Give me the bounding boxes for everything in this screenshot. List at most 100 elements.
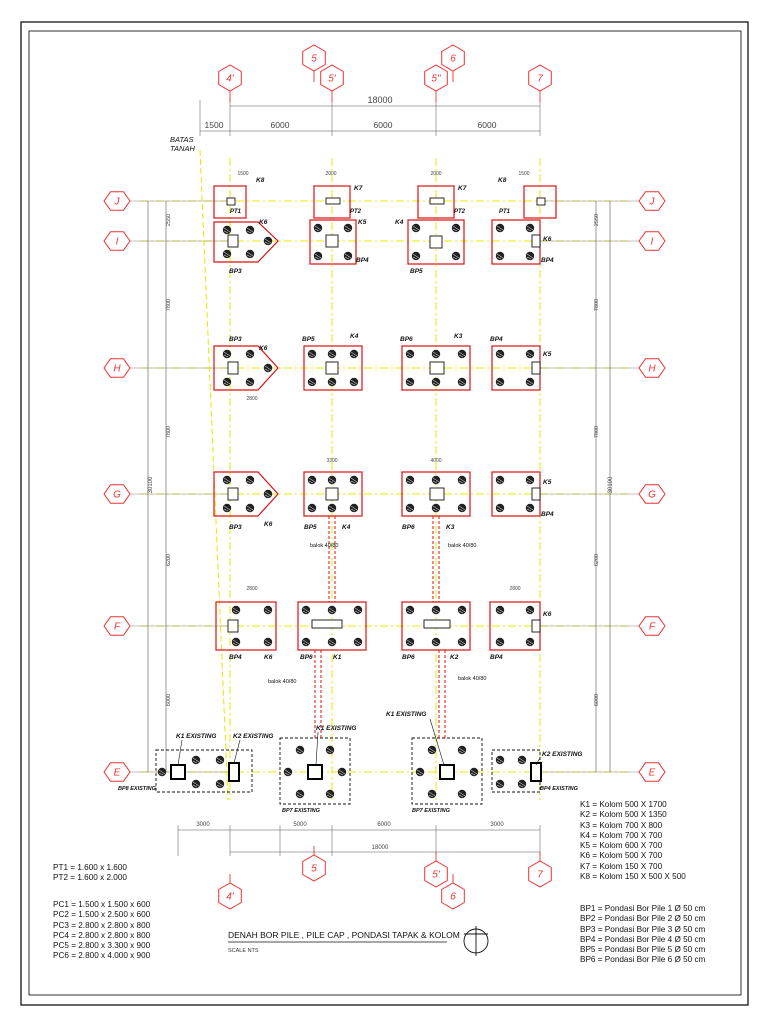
grid-bubble-left-I: I bbox=[103, 231, 131, 251]
grid-bubble-shape bbox=[638, 484, 666, 504]
bor-pile-icon bbox=[307, 475, 317, 485]
column-rect bbox=[227, 234, 239, 248]
legend-column-k1: K1 = Kolom 500 X 1700 bbox=[580, 800, 667, 809]
label-k2-existing: K2 EXISTING bbox=[233, 733, 273, 740]
bor-pile-icon bbox=[495, 755, 505, 765]
pile-hatch bbox=[496, 607, 504, 613]
pile-hatch bbox=[526, 351, 534, 357]
bor-pile-icon bbox=[231, 605, 241, 615]
bor-pile-icon bbox=[431, 637, 441, 647]
column-rect bbox=[536, 197, 546, 206]
legend-bp2: BP2 = Pondasi Bor Pile 2 Ø 50 cm bbox=[580, 914, 706, 924]
pile-hatch bbox=[452, 253, 460, 259]
bor-pile-icon bbox=[222, 503, 232, 513]
pile-hatch bbox=[296, 794, 302, 798]
pile-hatch bbox=[296, 791, 304, 797]
grid-bubble-bottom-2: 5' bbox=[424, 860, 448, 888]
legend-bp4: BP4 = Pondasi Bor Pile 4 Ø 50 cm bbox=[580, 934, 706, 944]
drawing-title: DENAH BOR PILE , PILE CAP , PONDASI TAPA… bbox=[228, 930, 460, 940]
bor-pile-icon bbox=[222, 475, 232, 485]
pile-hatch bbox=[264, 368, 270, 372]
pile-hatch bbox=[518, 757, 526, 763]
pile-hatch bbox=[246, 354, 252, 358]
grid-bubble-top-0: 4' bbox=[218, 64, 242, 92]
grid-bubble-bottom-3: 6 bbox=[441, 882, 465, 910]
bor-pile-icon bbox=[263, 236, 273, 246]
grid-bubble-label: 7 bbox=[537, 74, 543, 85]
column-rect bbox=[429, 235, 443, 249]
label-pt1-left: PT1 bbox=[230, 209, 242, 215]
label-k5-g: K5 bbox=[543, 479, 552, 486]
pile-hatch bbox=[432, 610, 438, 614]
label-bp5-g: BP5 bbox=[304, 524, 317, 531]
pile-hatch bbox=[412, 225, 420, 231]
pile-hatch bbox=[232, 639, 240, 645]
pile-hatch bbox=[328, 480, 334, 484]
pile-hatch bbox=[496, 610, 502, 614]
column-rect bbox=[429, 361, 445, 375]
grid-bubble-label: 5 bbox=[311, 864, 317, 875]
bor-pile-icon bbox=[457, 745, 467, 755]
bor-pile-icon bbox=[411, 251, 421, 261]
label-k6-h: K6 bbox=[259, 345, 268, 352]
column-rect bbox=[227, 619, 239, 633]
label-k8-right: K8 bbox=[498, 177, 507, 184]
legend-pc4: PC4 = 2.800 x 2.800 x 800 bbox=[53, 930, 151, 940]
pile-hatch bbox=[518, 784, 524, 788]
batas-tanah-line1: BATAS bbox=[170, 135, 193, 144]
pile-hatch bbox=[406, 607, 414, 613]
grid-bubble-shape bbox=[638, 358, 666, 378]
label-bp4-g: BP4 bbox=[541, 511, 554, 518]
column-rect bbox=[325, 234, 339, 248]
pile-hatch bbox=[458, 379, 466, 385]
grid-bubble-left-G: G bbox=[103, 484, 131, 504]
pile-hatch bbox=[432, 382, 438, 386]
bor-pile-icon bbox=[349, 475, 359, 485]
label-k2-existing-b: K2 EXISTING bbox=[542, 751, 582, 758]
bor-pile-icon bbox=[325, 745, 335, 755]
pile-hatch bbox=[458, 354, 464, 358]
grid-bubble-shape bbox=[424, 64, 448, 92]
bor-pile-icon bbox=[313, 223, 323, 233]
pile-hatch bbox=[350, 508, 356, 512]
pile-hatch bbox=[526, 639, 534, 645]
label-balok-2: balok 40/80 bbox=[448, 543, 476, 549]
pile-hatch bbox=[326, 747, 334, 753]
pile-hatch bbox=[458, 351, 466, 357]
column-rect bbox=[227, 487, 239, 501]
bor-pile-icon bbox=[283, 767, 293, 777]
bor-pile-icon bbox=[525, 475, 535, 485]
pile-hatch bbox=[246, 379, 254, 385]
pile-hatch bbox=[223, 230, 229, 234]
grid-bubble-left-J: J bbox=[103, 191, 131, 211]
bor-pile-icon bbox=[337, 767, 347, 777]
bor-pile-icon bbox=[495, 475, 505, 485]
dim-side-right-seg3: 7800 bbox=[594, 426, 600, 438]
pile-hatch bbox=[158, 769, 166, 775]
pile-hatch bbox=[458, 508, 464, 512]
pile-hatch bbox=[496, 225, 504, 231]
pile-hatch bbox=[284, 772, 290, 776]
grid-bubble-top-5: 7 bbox=[528, 64, 552, 92]
dim-side-right-seg1: 2550 bbox=[594, 214, 600, 226]
legend-column-k8: K8 = Kolom 150 X 500 X 500 bbox=[580, 872, 686, 882]
pile-hatch bbox=[328, 351, 336, 357]
bor-pile-icon bbox=[525, 377, 535, 387]
bor-pile-icon bbox=[222, 349, 232, 359]
bor-pile-icon bbox=[295, 745, 305, 755]
column-existing-k2 bbox=[228, 762, 240, 782]
pile-hatch bbox=[192, 784, 198, 788]
label-k4-g: K4 bbox=[342, 524, 351, 531]
bor-pile-icon bbox=[431, 475, 441, 485]
pile-hatch bbox=[458, 382, 464, 386]
bor-pile-icon bbox=[245, 475, 255, 485]
bor-pile-icon bbox=[157, 767, 167, 777]
grid-bubble-label: E bbox=[649, 768, 656, 779]
bor-pile-icon bbox=[405, 475, 415, 485]
pile-hatch bbox=[223, 351, 231, 357]
dim-bay-2: 6000 bbox=[374, 120, 393, 130]
pile-hatch bbox=[344, 228, 350, 232]
pile-hatch bbox=[223, 508, 229, 512]
bor-pile-icon bbox=[457, 377, 467, 387]
